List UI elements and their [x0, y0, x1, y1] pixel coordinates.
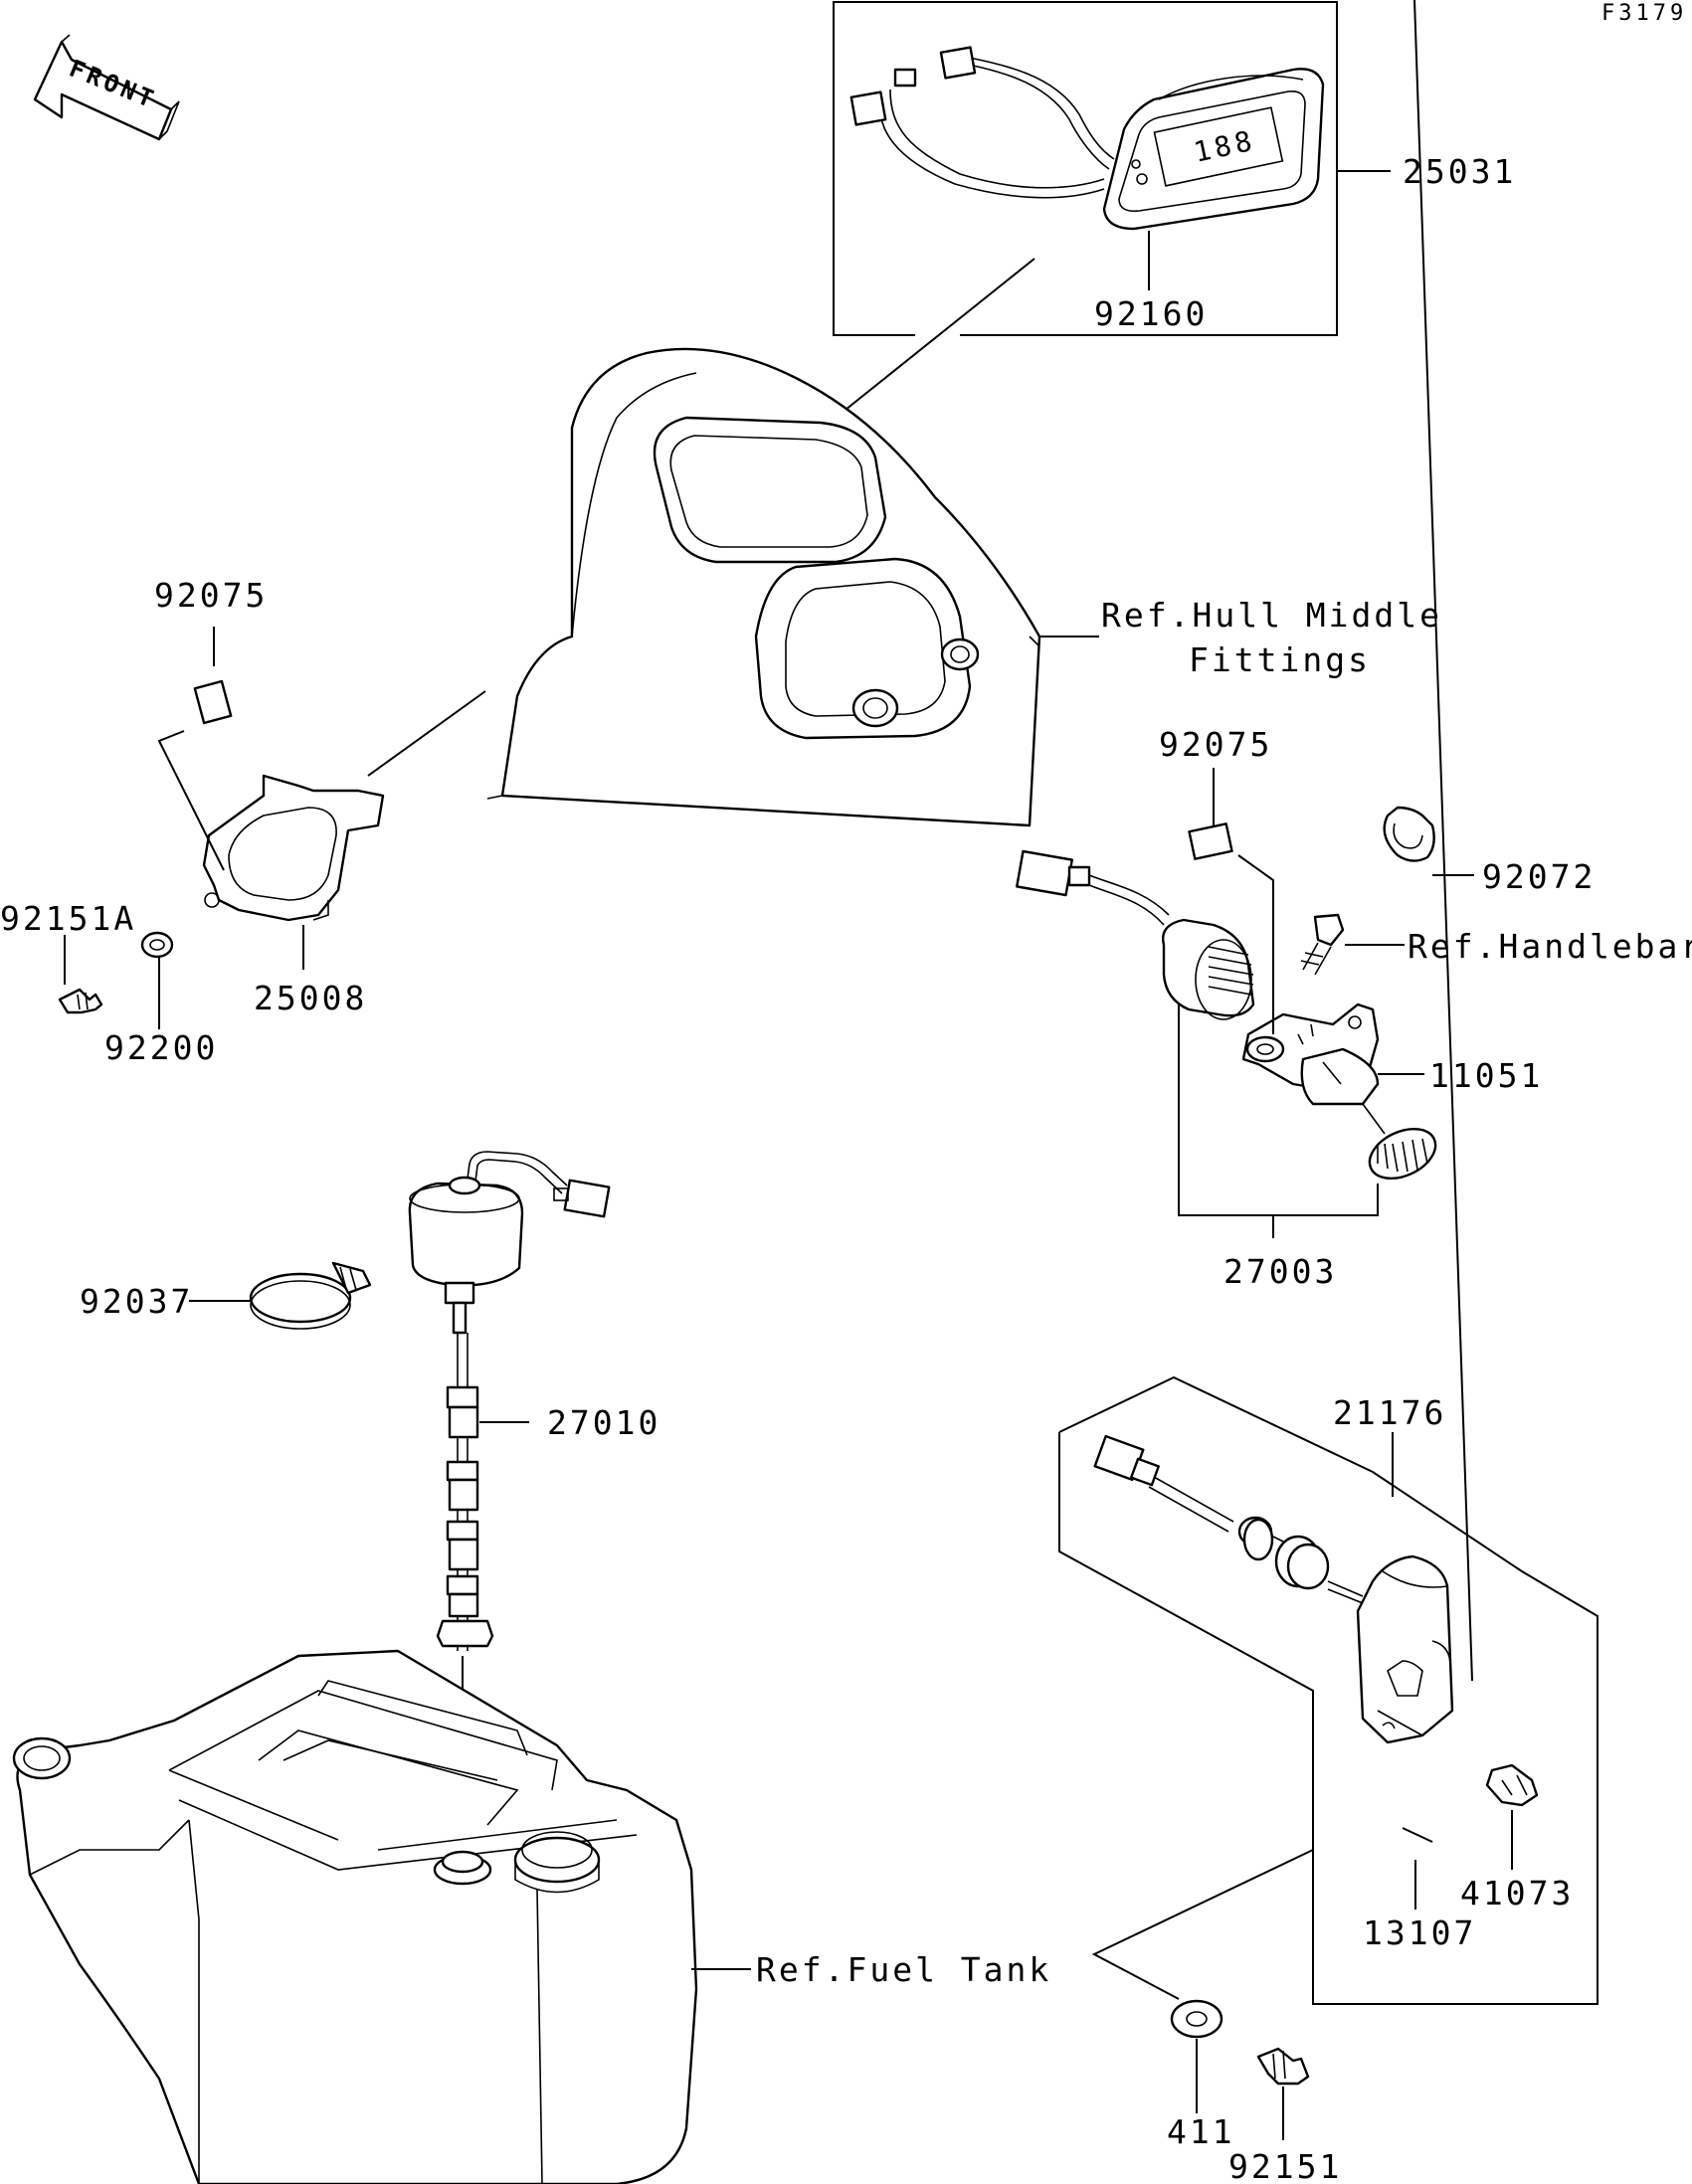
- handlebar-bolt: [1300, 913, 1345, 976]
- callout-27010: 27010: [547, 1403, 660, 1442]
- callout-92151: 92151: [1228, 2147, 1342, 2184]
- multifunction-meter: 188: [849, 46, 1325, 231]
- callout-41073: 41073: [1460, 1874, 1574, 1912]
- callout-25008: 25008: [254, 979, 367, 1017]
- callout-13107: 13107: [1363, 1913, 1476, 1952]
- callout-411: 411: [1167, 2112, 1235, 2151]
- nut-41073: [1485, 1763, 1539, 1807]
- callout-92151A: 92151A: [0, 899, 136, 938]
- clip-92072: [1383, 806, 1435, 862]
- meter-bracket: [202, 774, 385, 922]
- callout-ref-fuel-tank: Ref.Fuel Tank: [756, 1950, 1051, 1989]
- callout-ref-handlebar: Ref.Handlebar: [1408, 927, 1692, 966]
- washer-92200: [140, 931, 174, 959]
- callout-ref-hull-line2: Fittings: [1189, 640, 1371, 679]
- rubber-pad-left: [193, 679, 233, 725]
- callout-21176: 21176: [1333, 1393, 1446, 1432]
- meter-assembly-box: [833, 1, 1338, 336]
- callout-92075-left: 92075: [154, 576, 268, 615]
- hull-middle-console: [486, 347, 1041, 827]
- callout-27003: 27003: [1223, 1252, 1337, 1291]
- sensor-assembly-box: [1058, 1375, 1598, 2005]
- figure-id: F3179: [1601, 1, 1687, 26]
- callout-92200: 92200: [104, 1028, 218, 1067]
- bolt-92151A: [58, 988, 103, 1014]
- fuel-level-sender: [408, 1151, 611, 1651]
- hose-clamp-92037: [249, 1261, 372, 1330]
- pin-13107: [1402, 1827, 1433, 1843]
- bolt-92151: [1256, 2047, 1310, 2086]
- washer-411: [1170, 1999, 1223, 2039]
- switch-assembly: [1016, 849, 1437, 1181]
- fuel-tank: [12, 1649, 698, 2184]
- front-arrow-icon: FRONT: [33, 34, 180, 141]
- callout-92072: 92072: [1482, 857, 1596, 896]
- callout-92075-right: 92075: [1159, 725, 1272, 764]
- rubber-pad-right: [1188, 822, 1233, 860]
- callout-92037: 92037: [80, 1282, 193, 1321]
- callout-11051: 11051: [1429, 1056, 1543, 1095]
- callout-92160: 92160: [1094, 294, 1208, 333]
- callout-ref-hull-line1: Ref.Hull Middle: [1101, 596, 1442, 635]
- speed-sensor: [1093, 1434, 1454, 1744]
